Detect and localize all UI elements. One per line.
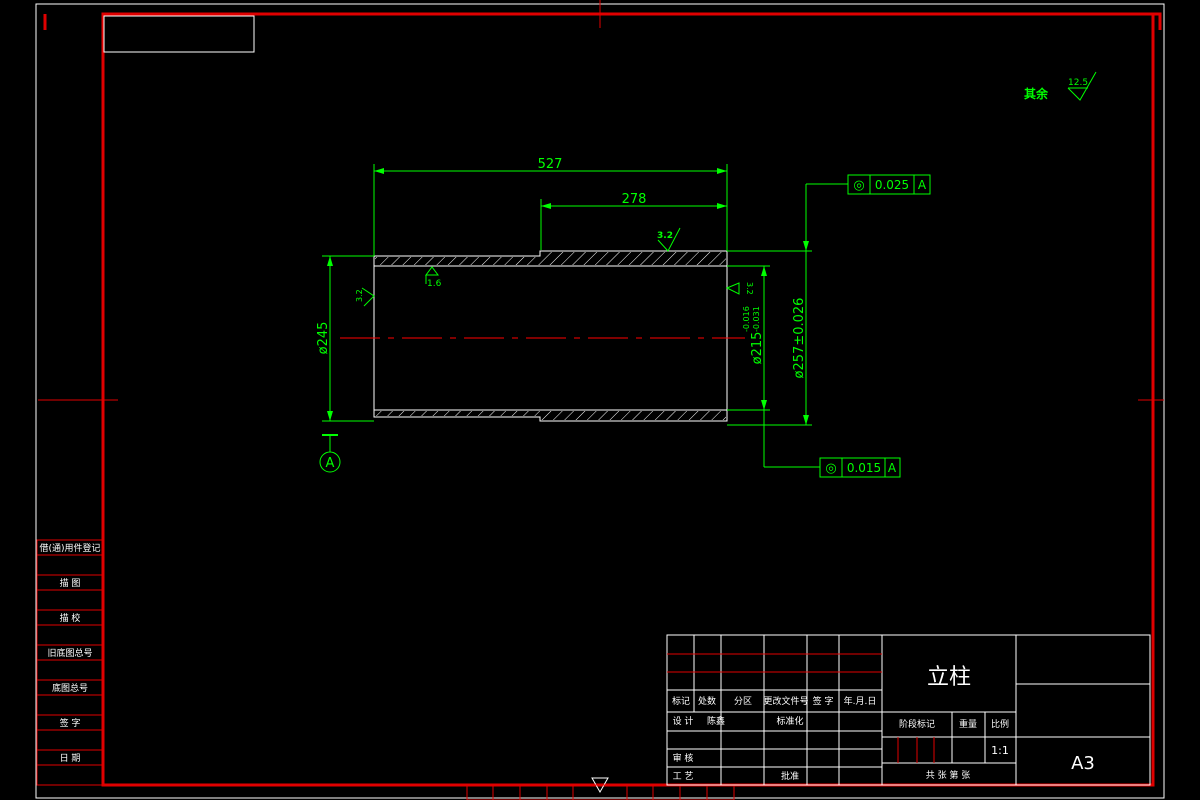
- concentricity-icon: ◎: [853, 178, 864, 193]
- right-face-roughness-value: 3.2: [745, 282, 754, 295]
- dimension-arrows: [327, 168, 809, 425]
- frame-corner-marks: [43, 12, 1162, 30]
- row-label-standardization: 标准化: [776, 715, 803, 727]
- paper-size: A3: [1071, 753, 1095, 774]
- zone-marks: [466, 784, 735, 800]
- bore-roughness-value: 1.6: [427, 279, 442, 289]
- dim-step-length: 278: [622, 192, 647, 207]
- left-table-row-label: 借(通)用件登记: [39, 542, 100, 554]
- tolerance-frame-top: [847, 174, 931, 195]
- left-table-row-label: 描 校: [60, 612, 81, 624]
- tolerance-bottom-datum: A: [888, 461, 897, 475]
- tolerance-frame-bottom: [819, 457, 901, 478]
- header-label: 处数: [698, 695, 716, 707]
- bore-roughness: 1.6: [425, 266, 442, 289]
- outer-roughness-value: 3.2: [657, 231, 673, 241]
- title-block-text: 标记 处数 分区 更改文件号 签 字 年.月.日 设 计 陈鑫 标准化 审 核 …: [672, 695, 1009, 782]
- left-side-table: [36, 539, 104, 786]
- left-table-row-label: 签 字: [60, 717, 81, 729]
- dimension-lines: [322, 164, 848, 468]
- dim-inner-fit-lower-dev: -0.031: [752, 306, 761, 332]
- tolerance-bottom-value: 0.015: [847, 461, 881, 475]
- general-roughness-label: 其余: [1024, 86, 1049, 101]
- section-hatching: [375, 252, 726, 420]
- tolerance-top-value: 0.025: [875, 178, 909, 192]
- scale-value: 1:1: [991, 744, 1009, 757]
- header-label: 年.月.日: [844, 695, 877, 707]
- sheet-info: 共 张 第 张: [926, 769, 971, 781]
- left-table-row-label: 描 图: [60, 577, 81, 589]
- header-label: 标记: [672, 695, 690, 707]
- datum-label: A: [326, 456, 335, 471]
- left-face-roughness: 3.2: [355, 287, 375, 307]
- left-table-row-label: 日 期: [60, 753, 81, 764]
- roughness-symbol-icon: [657, 227, 681, 252]
- outer-roughness: 3.2: [657, 227, 681, 252]
- row-label-check: 审 核: [673, 752, 694, 764]
- left-face-roughness-value: 3.2: [355, 289, 364, 302]
- drawing-code-box: [103, 15, 255, 53]
- general-roughness-value: 12.5: [1068, 78, 1088, 88]
- header-label: 签 字: [813, 695, 834, 707]
- roughness-symbol-icon: [425, 266, 439, 276]
- title-block-red-lines: [667, 653, 935, 763]
- designer-signature: 陈鑫: [707, 715, 725, 727]
- row-label-approve: 批准: [781, 770, 799, 782]
- tolerance-top-datum: A: [918, 178, 927, 192]
- scale-label: 比例: [991, 718, 1009, 730]
- stage-mark-label: 阶段标记: [899, 718, 935, 730]
- header-label: 更改文件号: [763, 695, 808, 707]
- general-roughness: 其余 12.5: [1024, 71, 1097, 101]
- part-name: 立柱: [927, 665, 971, 690]
- datum-symbol: [319, 434, 341, 473]
- roughness-symbol-icon: [361, 287, 375, 307]
- header-label: 分区: [734, 696, 752, 707]
- row-label-process: 工 艺: [673, 771, 694, 782]
- centering-marks: [38, 0, 1164, 401]
- roughness-symbol-icon: [1067, 71, 1097, 101]
- left-table-row-label: 底图总号: [52, 682, 88, 694]
- left-side-table-labels: 借(通)用件登记 描 图 描 校 旧底图总号 底图总号 签 字 日 期: [39, 542, 100, 764]
- left-table-row-label: 旧底图总号: [47, 647, 92, 659]
- dim-outer-diameter: ø257±0.026: [792, 298, 807, 379]
- right-face-roughness: 3.2: [725, 282, 754, 295]
- dim-inner-fit-upper-dev: -0.016: [742, 306, 751, 332]
- dim-inner-fit-diameter: ø215: [750, 332, 765, 365]
- roughness-symbol-icon: [725, 282, 740, 295]
- dim-overall-length: 527: [538, 157, 563, 172]
- row-label-design: 设 计: [673, 715, 694, 727]
- title-block: [666, 634, 1151, 786]
- dim-bore-diameter: ø245: [316, 322, 331, 355]
- concentricity-icon: ◎: [825, 461, 836, 476]
- weight-label: 重量: [959, 718, 977, 730]
